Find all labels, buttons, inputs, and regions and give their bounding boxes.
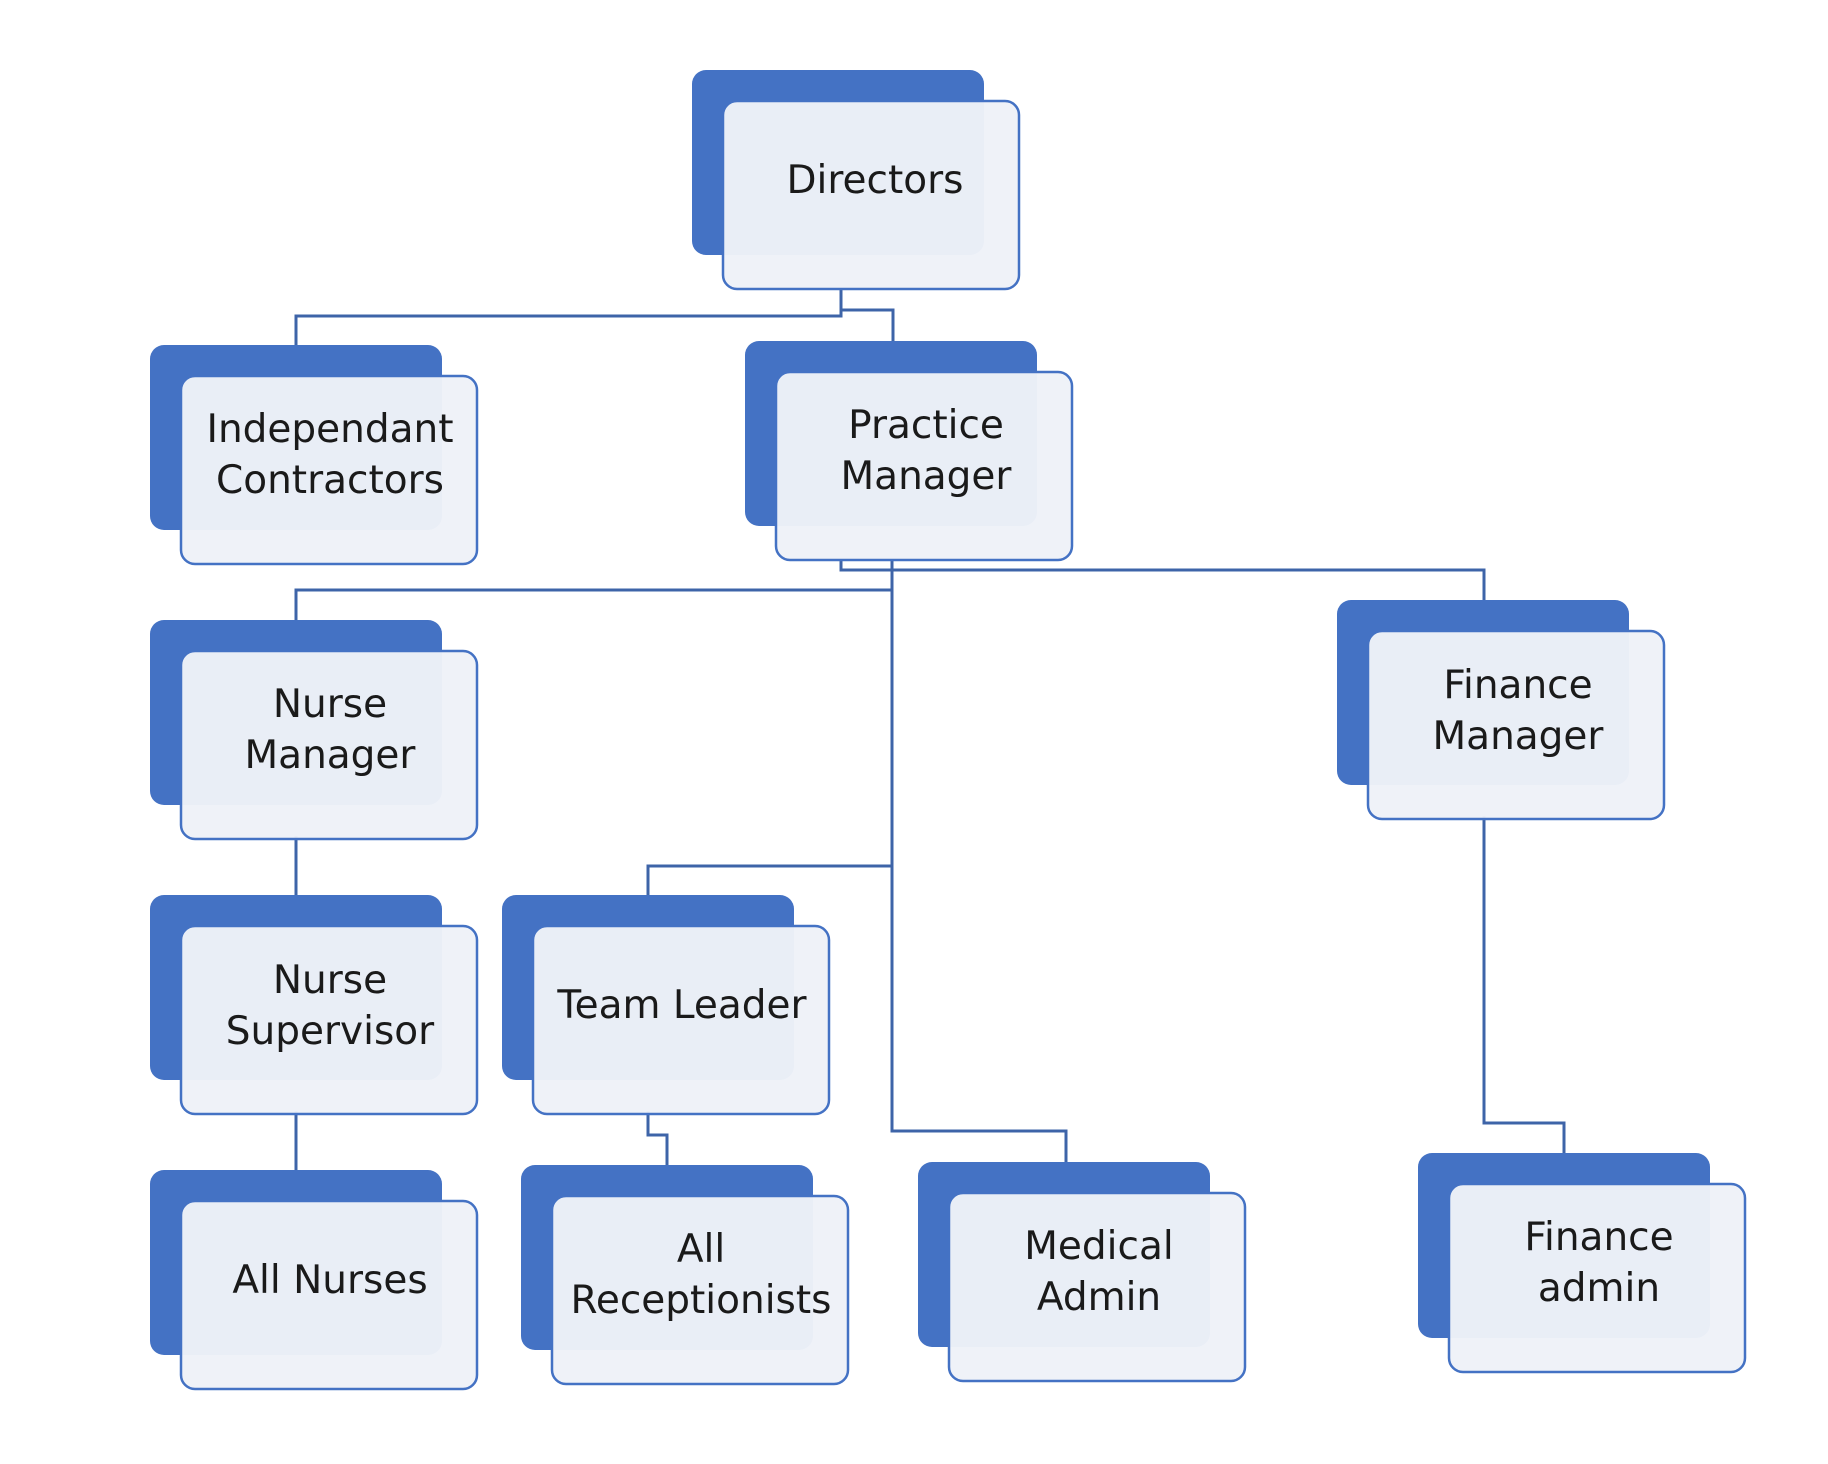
- node-label-line: Finance: [1524, 1215, 1673, 1260]
- node-label-line: Nurse: [273, 682, 387, 727]
- node-label-line: Team Leader: [556, 983, 807, 1028]
- node-label: All Nurses: [232, 1258, 427, 1303]
- node-label-line: All: [677, 1227, 725, 1272]
- connector-practice-manager-to-team-leader: [646, 560, 894, 895]
- node-label-line: Manager: [841, 454, 1013, 499]
- node-label-line: Finance: [1443, 663, 1592, 708]
- connectors: [294, 289, 1566, 1170]
- node-label: Team Leader: [556, 983, 807, 1028]
- node-label-line: Supervisor: [226, 1009, 435, 1054]
- connector-finance-manager-to-finance-admin: [1482, 816, 1566, 1153]
- node-label-line: Manager: [1433, 714, 1605, 759]
- node-card: [531, 924, 831, 1116]
- node-label-line: Medical: [1024, 1224, 1173, 1269]
- connector-team-leader-to-all-receptionists: [646, 1111, 669, 1165]
- node-finance-admin: Finance admin: [1418, 1153, 1747, 1374]
- node-label-line: Practice: [848, 403, 1004, 448]
- node-label-line: Directors: [787, 158, 964, 203]
- node-card: [179, 649, 479, 841]
- node-label-line: Contractors: [216, 458, 444, 503]
- node-team-leader: Team Leader: [502, 895, 831, 1116]
- node-label: Directors: [787, 158, 964, 203]
- node-label: Finance admin: [1524, 1215, 1673, 1311]
- node-label-line: Independant: [206, 407, 453, 452]
- node-card: [721, 99, 1021, 291]
- node-card: [550, 1194, 850, 1386]
- node-label-line: Receptionists: [570, 1278, 831, 1323]
- node-label-line: All Nurses: [232, 1258, 427, 1303]
- node-label-line: admin: [1538, 1266, 1660, 1311]
- connector-practice-manager-to-nurse-manager: [294, 560, 894, 620]
- node-directors: Directors: [692, 70, 1021, 291]
- node-card: [179, 374, 479, 566]
- node-card: [179, 1199, 479, 1391]
- connector-practice-manager-to-medical-admin: [890, 560, 1068, 1162]
- node-card: [179, 924, 479, 1116]
- node-card: [774, 370, 1074, 562]
- node-card: [1447, 1182, 1747, 1374]
- node-label-line: Manager: [245, 733, 417, 778]
- connector-practice-manager-to-finance-manager: [839, 560, 1486, 600]
- node-label-line: Nurse: [273, 958, 387, 1003]
- node-card: [1366, 629, 1666, 821]
- connector-directors-to-practice-manager: [839, 289, 895, 341]
- node-all-nurses: All Nurses: [150, 1170, 479, 1391]
- node-label-line: Admin: [1037, 1275, 1161, 1320]
- node-card: [947, 1191, 1247, 1383]
- connector-directors-to-contractors: [294, 289, 843, 345]
